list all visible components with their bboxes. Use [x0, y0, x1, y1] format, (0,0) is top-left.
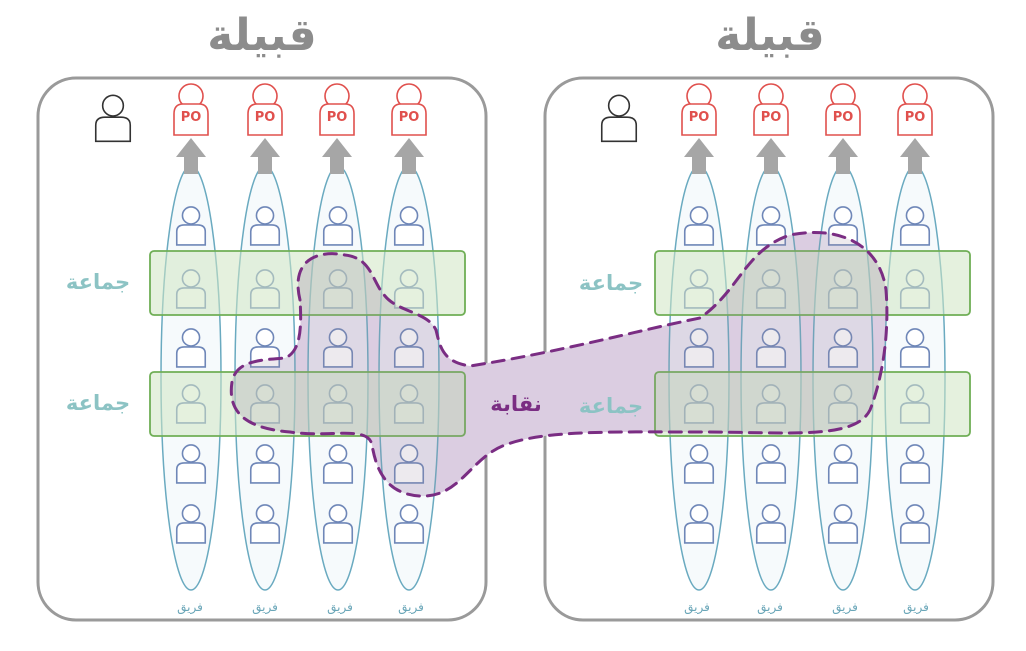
chapter-label-right-1: جماعة [579, 271, 643, 295]
arrow-up-icon [828, 138, 858, 174]
tribe-title-left: قبيلة [207, 10, 316, 61]
member-person-icon [175, 206, 207, 246]
po-label-left-1: PO [181, 110, 202, 125]
arrow-up-icon [250, 138, 280, 174]
chapter-label-left-2: جماعة [66, 391, 130, 415]
guild-label: نقابة [490, 392, 542, 416]
po-label-right-3: PO [833, 110, 854, 125]
member-person-icon [175, 504, 207, 544]
team-label-right-4: فريق [903, 600, 929, 615]
po-label-left-3: PO [327, 110, 348, 125]
member-person-icon [683, 206, 715, 246]
team-label-left-1: فريق [177, 600, 203, 615]
member-person-icon [393, 206, 425, 246]
chapter-band-right-1 [654, 250, 971, 316]
team-label-right-3: فريق [832, 600, 858, 615]
member-person-icon [322, 504, 354, 544]
product-owner-icon [753, 83, 789, 136]
tribe-lead-person-icon-left [94, 94, 132, 143]
member-person-icon [249, 444, 281, 484]
arrow-up-icon [176, 138, 206, 174]
team-label-right-1: فريق [684, 600, 710, 615]
guild-outline [229, 230, 889, 498]
member-person-icon [755, 444, 787, 484]
product-owner-icon [247, 83, 283, 136]
product-owner-icon [681, 83, 717, 136]
product-owner-icon [391, 83, 427, 136]
po-label-right-4: PO [905, 110, 926, 125]
arrow-up-icon [900, 138, 930, 174]
member-person-icon [899, 444, 931, 484]
chapter-band-left-2 [149, 371, 466, 437]
product-owner-icon [897, 83, 933, 136]
po-label-right-2: PO [761, 110, 782, 125]
member-person-icon [683, 328, 715, 368]
member-person-icon [827, 328, 859, 368]
team-label-left-3: فريق [327, 600, 353, 615]
arrow-up-icon [322, 138, 352, 174]
member-person-icon [755, 504, 787, 544]
text-layer: قبيلة قبيلة جماعة جماعة جماعة جماعة نقاب… [66, 10, 929, 615]
arrow-up-icon [394, 138, 424, 174]
member-person-icon [322, 328, 354, 368]
member-person-icon [899, 504, 931, 544]
member-person-icon [393, 444, 425, 484]
member-person-icon [683, 444, 715, 484]
team-label-left-2: فريق [252, 600, 278, 615]
po-label-left-4: PO [399, 110, 420, 125]
member-person-icon [322, 206, 354, 246]
po-label-right-1: PO [689, 110, 710, 125]
member-person-icon [249, 504, 281, 544]
member-person-icon [393, 504, 425, 544]
po-label-left-2: PO [255, 110, 276, 125]
arrow-up-icon [684, 138, 714, 174]
member-person-icon [827, 206, 859, 246]
team-label-left-4: فريق [398, 600, 424, 615]
product-owner-icon [173, 83, 209, 136]
member-person-icon [827, 504, 859, 544]
member-person-icon [899, 206, 931, 246]
chapter-band-right-2 [654, 371, 971, 437]
member-person-icon [899, 328, 931, 368]
guild-outline-layer [229, 230, 889, 498]
chapter-label-left-1: جماعة [66, 270, 130, 294]
member-person-icon [175, 328, 207, 368]
member-person-icon [249, 206, 281, 246]
member-person-icon [322, 444, 354, 484]
tribe-title-right: قبيلة [715, 10, 824, 61]
chapter-label-right-2: جماعة [579, 394, 643, 418]
chapters-layer [149, 250, 971, 437]
member-person-icon [683, 504, 715, 544]
arrow-up-icon [756, 138, 786, 174]
team-label-right-2: فريق [757, 600, 783, 615]
product-owner-icon [825, 83, 861, 136]
product-owner-icon [319, 83, 355, 136]
member-person-icon [755, 328, 787, 368]
member-person-icon [175, 444, 207, 484]
member-person-icon [827, 444, 859, 484]
tribe-lead-person-icon-right [600, 94, 638, 143]
member-person-icon [393, 328, 425, 368]
